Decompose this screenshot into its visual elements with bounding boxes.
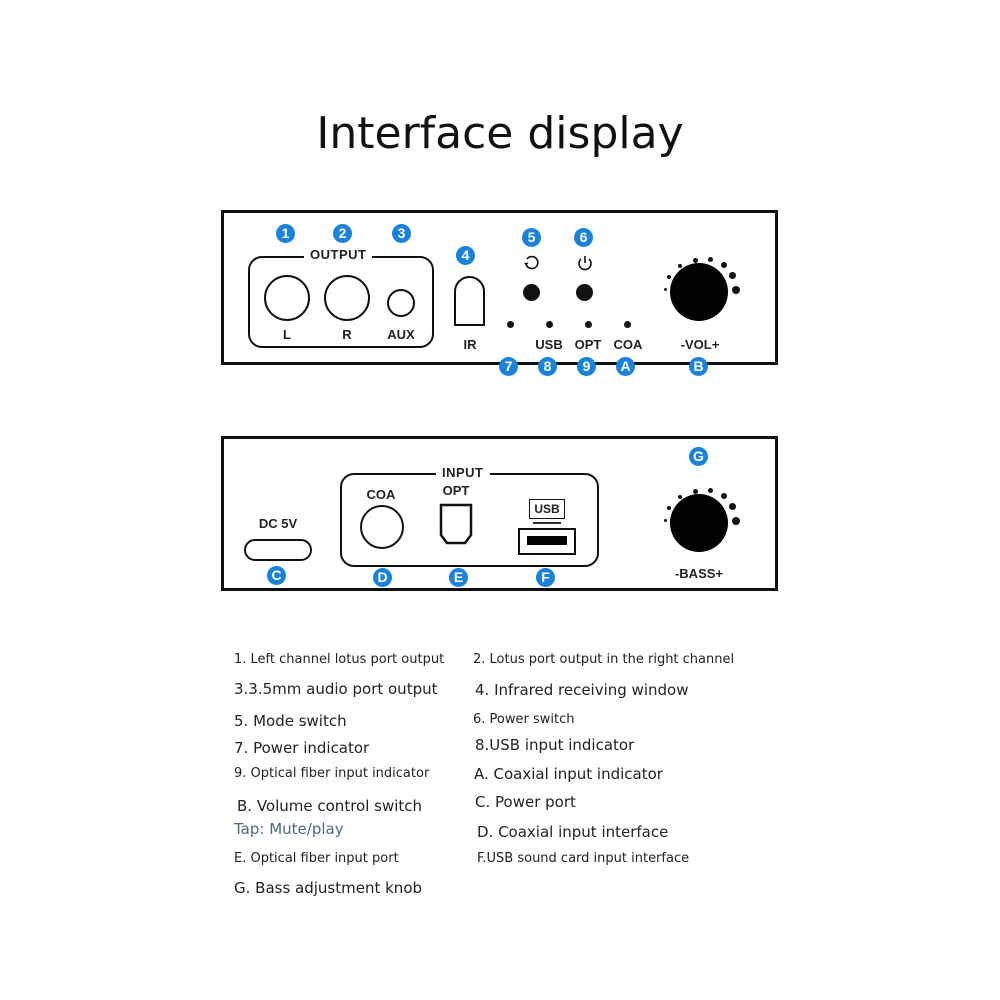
badge-f: F [536,568,555,587]
opt-indicator-led [585,321,592,328]
power-indicator-led [507,321,514,328]
volume-knob[interactable] [670,263,728,321]
badge-c: C [267,566,286,585]
mode-switch-button[interactable] [523,284,540,301]
usb-port-slot [527,536,567,545]
power-switch-button[interactable] [576,284,593,301]
legend-item: 9. Optical fiber input indicator [234,766,430,781]
badge-9: 9 [577,357,596,376]
scale-dot [708,257,713,262]
badge-a: A [616,357,635,376]
legend-item: 8.USB input indicator [475,736,635,754]
scale-dot [729,272,736,279]
dc-label: DC 5V [258,516,298,531]
ir-label: IR [463,337,477,352]
usb-indicator-led [546,321,553,328]
tap-note: Tap: Mute/play [234,820,344,838]
badge-8: 8 [538,357,557,376]
port-r-jack [324,275,370,321]
back-panel: DC 5V INPUT COA OPT USB -BASS+ [221,436,778,591]
badge-e: E [449,568,468,587]
coa-input-label: COA [366,487,396,502]
scale-dot [732,517,740,525]
port-l-jack [264,275,310,321]
scale-dot [732,286,740,294]
badge-g: G [689,447,708,466]
legend-item: E. Optical fiber input port [234,851,399,866]
scale-dot [721,262,727,268]
optical-port [439,503,473,545]
badge-5: 5 [522,228,541,247]
page-title: Interface display [316,108,684,159]
coaxial-jack [360,505,404,549]
badge-d: D [373,568,392,587]
legend-item: D. Coaxial input interface [477,823,669,841]
mode-cycle-icon [522,253,542,273]
scale-dot [678,264,682,268]
legend-item: 3.3.5mm audio port output [234,680,438,698]
indicator-coa-label: COA [613,337,643,352]
scale-dot [693,258,698,263]
scale-dot [729,503,736,510]
output-label: OUTPUT [304,247,373,262]
volume-label: -VOL+ [680,337,720,352]
legend-item: F.USB sound card input interface [477,851,690,866]
port-l-label: L [283,327,291,342]
scale-dot [678,495,682,499]
badge-1: 1 [276,224,295,243]
usb-logo: USB [529,499,565,519]
legend-item: A. Coaxial input indicator [474,765,663,783]
scale-dot [667,275,671,279]
legend-item: 6. Power switch [473,712,575,727]
front-panel: OUTPUT L R AUX IR USB OPT COA -VOL+ [221,210,778,365]
input-label: INPUT [436,465,490,480]
scale-dot [721,493,727,499]
bass-label: -BASS+ [674,566,724,581]
legend-item: 2. Lotus port output in the right channe… [473,652,735,667]
badge-7: 7 [499,357,518,376]
legend-item: 4. Infrared receiving window [475,681,689,699]
legend-item: 1. Left channel lotus port output [234,652,445,667]
legend-item: 7. Power indicator [234,739,370,757]
scale-dot [664,519,667,522]
scale-dot [693,489,698,494]
legend-item: G. Bass adjustment knob [234,879,423,897]
port-r-label: R [342,327,352,342]
coa-indicator-led [624,321,631,328]
dc-power-port [244,539,312,561]
legend-item: B. Volume control switch [237,797,423,815]
port-aux-jack [387,289,415,317]
badge-2: 2 [333,224,352,243]
scale-dot [667,506,671,510]
badge-b: B [689,357,708,376]
power-icon [575,253,595,273]
indicator-usb-label: USB [535,337,563,352]
indicator-opt-label: OPT [574,337,602,352]
ir-window [454,276,485,326]
usb-port [518,528,576,555]
badge-3: 3 [392,224,411,243]
legend-item: 5. Mode switch [234,712,347,730]
opt-input-label: OPT [442,483,470,498]
scale-dot [708,488,713,493]
badge-4: 4 [456,246,475,265]
legend-item: C. Power port [475,793,576,811]
scale-dot [664,288,667,291]
badge-6: 6 [574,228,593,247]
usb-input-label: USB [534,502,560,516]
port-aux-label: AUX [387,327,415,342]
bass-knob[interactable] [670,494,728,552]
usb-logo-underline [533,522,561,524]
